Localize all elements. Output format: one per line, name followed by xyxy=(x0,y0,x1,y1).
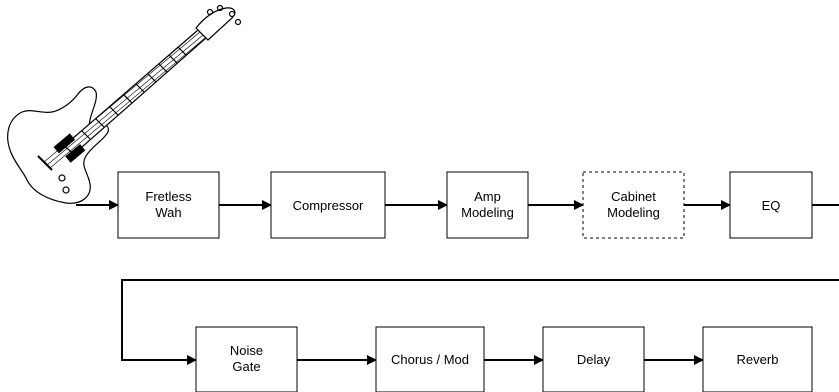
eq-label: EQ xyxy=(762,198,781,213)
fretless-wah-box: Fretless Wah xyxy=(117,171,220,239)
chorus-mod-label: Chorus / Mod xyxy=(391,352,469,367)
amp-modeling-label-2: Modeling xyxy=(461,205,514,220)
amp-modeling-box: Amp Modeling xyxy=(446,171,529,239)
delay-label: Delay xyxy=(577,352,611,367)
compressor-box: Compressor xyxy=(270,171,386,239)
row2-boxes: Noise Gate Chorus / Mod Delay Reverb xyxy=(195,326,813,392)
reverb-box: Reverb xyxy=(702,326,813,392)
chorus-mod-box: Chorus / Mod xyxy=(375,326,485,392)
delay-box: Delay xyxy=(542,326,645,392)
return-loop-line xyxy=(121,279,839,365)
noise-gate-box: Noise Gate xyxy=(195,326,298,392)
noise-gate-label-1: Noise xyxy=(230,343,263,358)
row1-boxes: Fretless Wah Compressor Amp Modeling Cab… xyxy=(117,171,813,239)
noise-gate-label-2: Gate xyxy=(232,359,260,374)
fretless-wah-label-1: Fretless xyxy=(145,189,192,204)
amp-modeling-label-1: Amp xyxy=(474,189,501,204)
compressor-label: Compressor xyxy=(293,198,364,213)
fretless-wah-label-2: Wah xyxy=(155,205,181,220)
cabinet-modeling-label-1: Cabinet xyxy=(611,189,656,204)
cabinet-modeling-label-2: Modeling xyxy=(607,205,660,220)
reverb-label: Reverb xyxy=(737,352,779,367)
cabinet-modeling-box: Cabinet Modeling xyxy=(582,171,685,239)
eq-box: EQ xyxy=(729,171,813,239)
bass-guitar-icon xyxy=(7,4,242,204)
